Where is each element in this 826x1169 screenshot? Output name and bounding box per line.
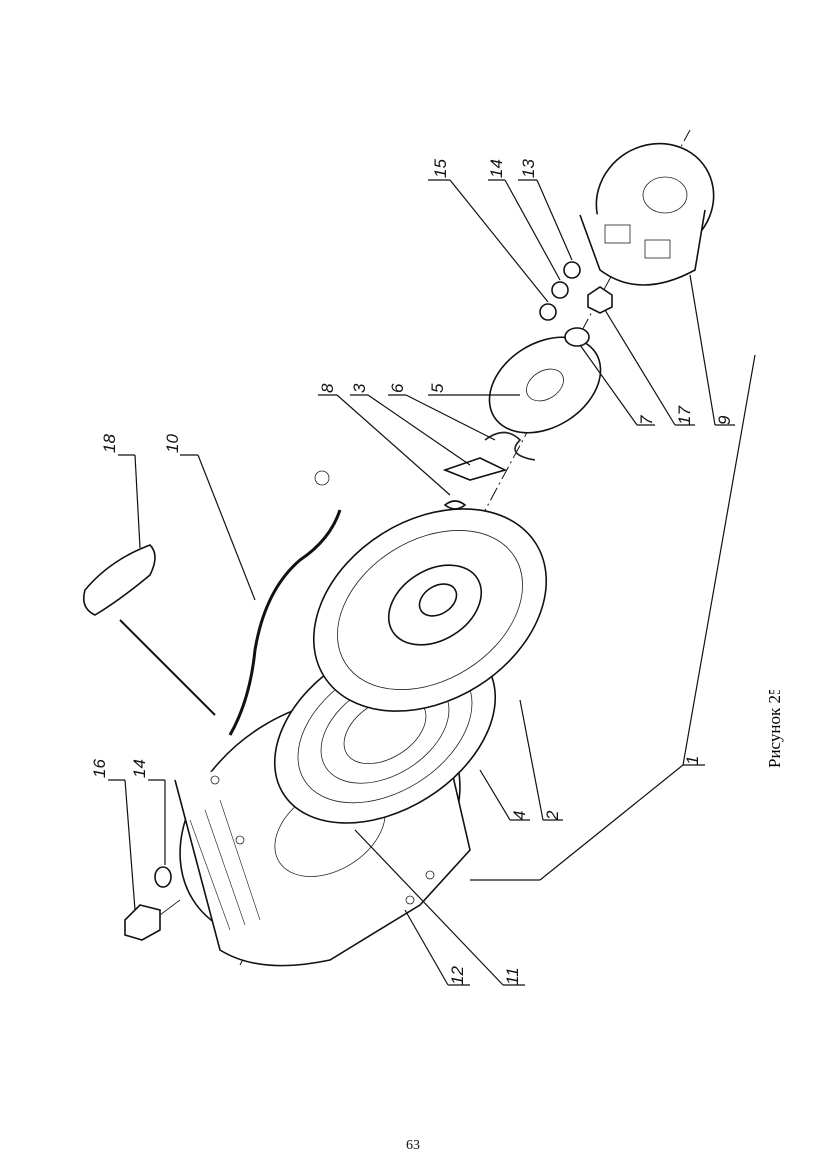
callout-14b: 14 xyxy=(487,159,506,178)
callout-12: 12 xyxy=(448,966,467,985)
rope-knot xyxy=(314,470,330,486)
page-number: 63 xyxy=(406,1138,420,1153)
callout-17: 17 xyxy=(675,406,694,425)
callout-6: 6 xyxy=(388,383,407,393)
callout-11: 11 xyxy=(503,967,522,985)
washer-7 xyxy=(564,327,590,347)
part-14b xyxy=(551,281,569,299)
callout-7: 7 xyxy=(637,415,656,425)
part-13 xyxy=(563,261,581,279)
callout-4: 4 xyxy=(510,811,529,820)
callout-labels: 16 14 12 11 10 18 4 2 1 8 3 6 5 7 17 9 1… xyxy=(90,159,756,986)
pawl-3 xyxy=(442,457,508,481)
callout-9: 9 xyxy=(715,415,734,425)
callout-2: 2 xyxy=(543,810,562,821)
part-15 xyxy=(539,303,557,321)
plate-5 xyxy=(488,336,602,434)
callout-16: 16 xyxy=(90,759,109,778)
nut-17 xyxy=(587,286,613,314)
callout-15: 15 xyxy=(431,159,450,178)
rope-pulley xyxy=(312,508,548,712)
figure-caption: Рисунок 25 xyxy=(765,690,784,768)
callout-8: 8 xyxy=(318,383,337,393)
callout-10: 10 xyxy=(163,434,182,453)
callout-1: 1 xyxy=(683,756,702,765)
rope xyxy=(228,509,342,736)
handle-rope xyxy=(119,619,216,716)
handle xyxy=(82,544,156,616)
cup-9 xyxy=(579,142,715,286)
callout-14: 14 xyxy=(130,759,149,778)
nut-16 xyxy=(124,866,181,941)
callout-5: 5 xyxy=(428,383,447,393)
spring-8 xyxy=(443,500,467,510)
callout-18: 18 xyxy=(100,434,119,453)
callout-3: 3 xyxy=(350,383,369,393)
clip-6 xyxy=(484,431,536,461)
caption-text: Рисунок 25 xyxy=(765,690,784,768)
callout-13: 13 xyxy=(519,159,538,178)
